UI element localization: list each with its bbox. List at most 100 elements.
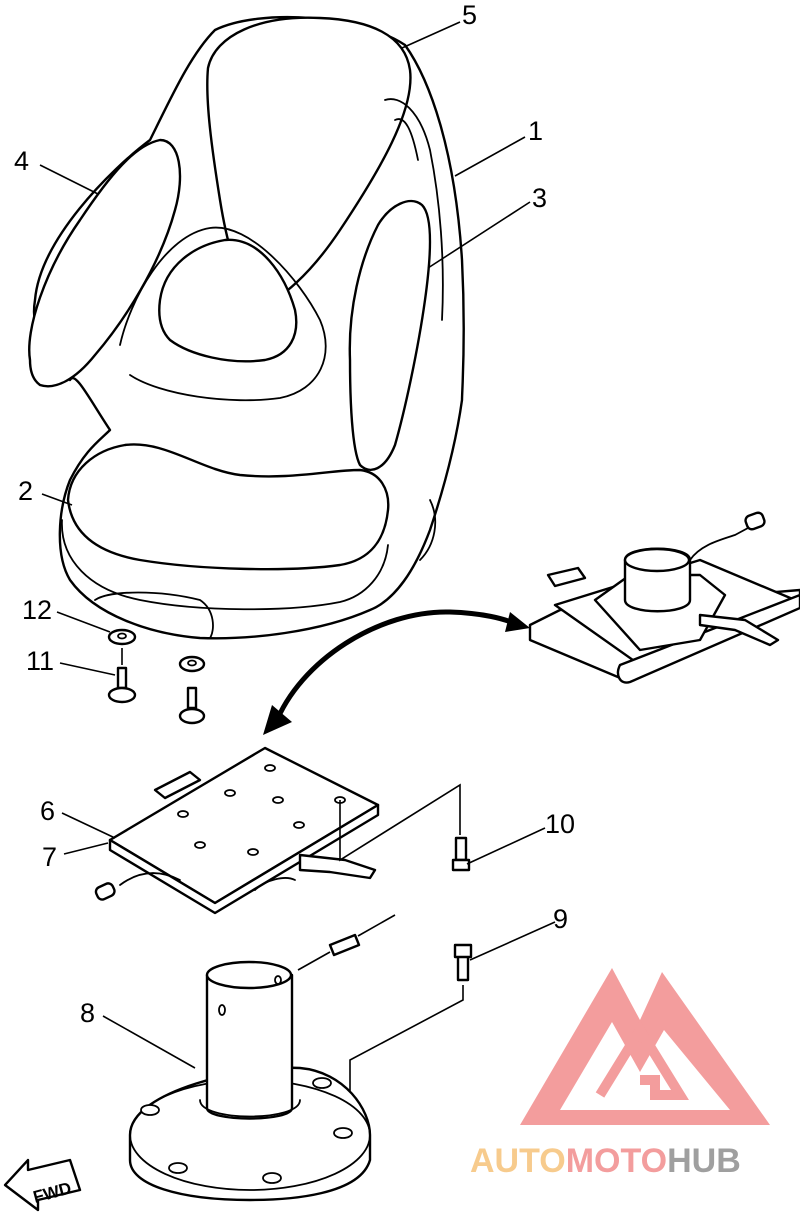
base-hole-3 (262, 1172, 282, 1184)
callout-5: 5 (462, 0, 477, 30)
callout-1: 1 (528, 116, 543, 146)
slider-handle (546, 566, 587, 588)
callout-8: 8 (80, 998, 95, 1028)
leader-lines (39, 21, 556, 1069)
base-hole-1 (140, 1104, 160, 1116)
callout-4: 4 (14, 146, 29, 176)
tube-hole-2 (274, 975, 282, 985)
forward-direction-marker: FWD (3, 1158, 82, 1212)
hardware-left (107, 628, 206, 725)
leader-8 (102, 1015, 196, 1069)
mount-plate (108, 746, 380, 905)
plate-cable (119, 872, 181, 886)
swivel-tube-top (623, 547, 691, 573)
leader-6 (61, 812, 116, 839)
leader-9 (469, 921, 556, 961)
pedestal-collar (199, 1099, 301, 1118)
arrow-head-right (505, 612, 530, 632)
leader-4 (39, 164, 99, 195)
slider-cable-connector (744, 511, 766, 531)
bolt-9-guide (349, 985, 464, 1130)
base-hole-2 (168, 1162, 188, 1174)
plate-hole-6 (293, 821, 305, 829)
bolt-10-head (451, 858, 471, 872)
slider-cable (689, 527, 749, 561)
slider-release-lever (698, 613, 780, 647)
plate-hole-4 (177, 810, 189, 818)
leader-2 (41, 493, 73, 506)
bolt-side (328, 933, 361, 957)
seat-cushion-edge (61, 519, 389, 611)
plate-hole-2 (224, 789, 236, 797)
slider-plate-assembly (94, 746, 380, 915)
bolt-11-head (107, 686, 137, 704)
plate-cable-connector (94, 882, 116, 901)
seat-frame-right-inner (394, 118, 419, 161)
pedestal-assembly (128, 960, 372, 1202)
nut-right-hole (187, 659, 197, 667)
logo-text-moto: MOTO (566, 1142, 667, 1180)
orientation-arrow (263, 609, 530, 735)
fwd-arrow-icon (3, 1158, 82, 1212)
plate-swivel-base (254, 877, 296, 891)
pedestal-tube (205, 973, 294, 1120)
backrest-pad (206, 16, 412, 307)
plate-hole-8 (247, 848, 259, 856)
callout-11: 11 (26, 646, 54, 676)
arrow-head-left (263, 705, 292, 735)
leader-7 (63, 842, 109, 855)
swivel-slider-assembly (528, 511, 800, 684)
callout-2: 2 (18, 476, 33, 506)
callout-7: 7 (42, 842, 57, 872)
bolt-9 (456, 953, 470, 982)
plate-release-lever (298, 853, 377, 880)
leader-5 (401, 21, 461, 49)
mount-plate-edge (108, 803, 380, 915)
lumbar-outline (119, 226, 327, 402)
bolt-side-guide (357, 914, 396, 937)
bolt-11 (116, 666, 128, 690)
callout-3: 3 (532, 183, 547, 213)
automotohub-logo: AUTOMOTOHUB (470, 968, 770, 1180)
logo-text-auto: AUTO (470, 1142, 566, 1180)
callout-12: 12 (22, 595, 52, 625)
callout-labels: 1 2 3 4 5 6 7 8 9 10 11 12 (14, 0, 575, 1028)
base-hole-4 (333, 1127, 353, 1139)
svg-text:AUTOMOTOHUB: AUTOMOTOHUB (470, 1142, 741, 1180)
pedestal-tube-top (205, 960, 293, 990)
seat-frame-right (384, 98, 444, 321)
seat-base-bottom (94, 591, 214, 639)
logo-g-mark (595, 1020, 689, 1100)
leader-12 (56, 611, 111, 633)
plate-hole-3 (272, 796, 284, 804)
leader-1 (454, 136, 526, 177)
bolt-right (186, 686, 198, 710)
callout-9: 9 (553, 904, 568, 934)
bolt-right-head (178, 707, 206, 725)
base-hole-5 (312, 1077, 332, 1089)
right-armrest-pad (348, 199, 432, 471)
arrow-curve (272, 609, 522, 726)
bolt-side-guide-2 (297, 951, 331, 971)
bolt-10 (454, 836, 468, 862)
slider-rail-bar (616, 593, 800, 684)
tube-hole-1 (218, 1004, 226, 1016)
logo-text-hub: HUB (667, 1142, 741, 1180)
bolt-9-head (453, 943, 473, 959)
bolt-10-guide (339, 783, 461, 862)
plate-hole-7 (194, 841, 206, 849)
seat-assembly (28, 15, 465, 640)
seat-cushion (66, 443, 390, 571)
leader-3 (427, 201, 531, 269)
hardware-right (297, 783, 473, 1130)
plate-hole-1 (264, 764, 276, 772)
plate-handle (153, 770, 202, 800)
leader-11 (59, 662, 116, 676)
leader-10 (466, 827, 546, 865)
lumbar-pad (158, 238, 298, 363)
nut-12-hole (117, 632, 127, 640)
left-armrest-pad (28, 138, 182, 388)
callout-6: 6 (40, 796, 55, 826)
